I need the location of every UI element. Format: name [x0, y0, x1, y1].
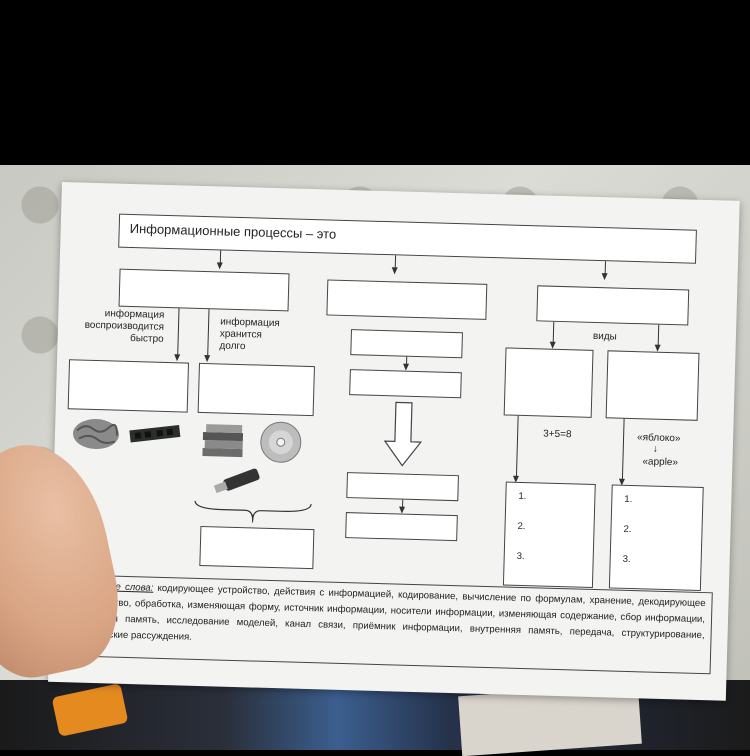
external-memory-box	[198, 363, 315, 416]
example-word-ru: «яблоко»	[637, 432, 681, 445]
arrow-head	[601, 273, 607, 280]
big-down-arrow	[382, 401, 424, 468]
label-line: воспроизводится	[76, 319, 164, 333]
connector-line	[207, 309, 209, 357]
label-line: быстро	[75, 331, 163, 345]
middle-box-2	[349, 369, 462, 398]
middle-box-4	[345, 512, 458, 541]
cd-disc-icon	[258, 420, 303, 465]
example-arrow: ↓	[653, 444, 658, 456]
example-arithmetic: 3+5=8	[543, 429, 572, 442]
label-line: долго	[219, 340, 299, 354]
transmission-box	[536, 285, 689, 325]
list-item: 2.	[623, 524, 631, 536]
label-long: информация хранится долго	[219, 316, 300, 354]
worksheet-title: Информационные процессы – это	[130, 223, 337, 241]
logical-processing-box	[504, 347, 594, 417]
brace-connector	[193, 499, 314, 526]
keywords-box: Опорные слова: кодирующее устройство, де…	[71, 574, 713, 674]
worksheet-paper: Информационные процессы – это информация…	[48, 182, 740, 701]
keywords-text: кодирующее устройство, действия с информ…	[78, 583, 705, 643]
memory-chip-icon	[129, 422, 182, 447]
title-box: Информационные процессы – это	[118, 214, 697, 264]
list-box-left: 1. 2. 3.	[503, 482, 596, 588]
arrow-head	[392, 267, 398, 274]
connector-line	[516, 416, 519, 478]
formal-processing-box	[606, 350, 700, 421]
connector-line	[553, 322, 555, 344]
arrow-head	[217, 262, 223, 269]
list-item: 3.	[517, 551, 525, 563]
connector-line	[658, 325, 660, 347]
list-item: 1.	[624, 494, 632, 506]
storage-box	[119, 269, 290, 312]
list-item: 1.	[518, 491, 526, 503]
connector-line	[177, 308, 179, 356]
usb-flash-drive-icon	[209, 466, 266, 496]
connector-line	[622, 419, 625, 481]
list-box-right: 1. 2. 3.	[609, 484, 704, 591]
middle-box-1	[350, 329, 463, 358]
arrow-head	[204, 355, 210, 362]
carrier-box	[199, 526, 314, 569]
middle-box-3	[346, 472, 459, 501]
internal-memory-box	[68, 359, 189, 412]
brain-icon	[71, 416, 122, 451]
list-item: 2.	[517, 521, 525, 533]
books-icon	[200, 418, 247, 459]
kinds-label: виды	[593, 331, 617, 344]
label-fast: информация воспроизводится быстро	[75, 307, 164, 345]
arrow-head	[174, 354, 180, 361]
processing-box	[326, 279, 487, 319]
list-item: 3.	[623, 554, 631, 566]
example-word-en: «apple»	[642, 456, 678, 469]
